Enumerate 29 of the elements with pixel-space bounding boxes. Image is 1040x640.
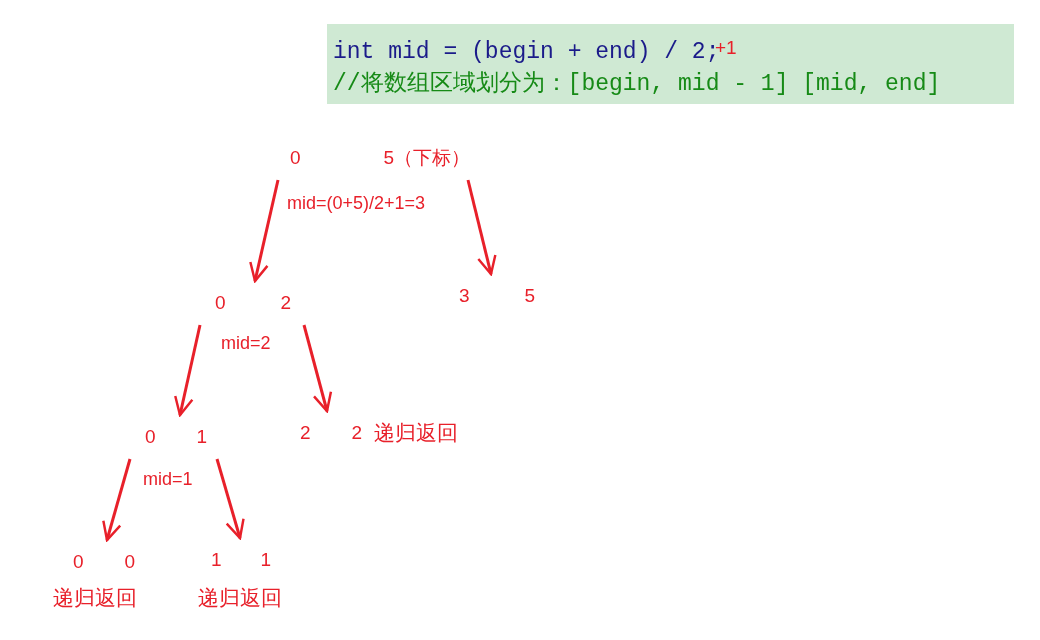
note-text: 递归返回 bbox=[374, 421, 458, 445]
index-label: 2 bbox=[351, 421, 362, 445]
note-text: 递归返回 bbox=[53, 586, 137, 610]
arrow bbox=[249, 179, 280, 283]
arrow bbox=[302, 324, 333, 413]
index-label: 0 bbox=[215, 291, 226, 315]
arrow bbox=[466, 179, 497, 276]
index-label: 0 bbox=[145, 425, 156, 449]
code-block bbox=[327, 24, 1014, 104]
note-text: 递归返回 bbox=[198, 586, 282, 610]
index-label: 5（下标） bbox=[383, 146, 470, 170]
note-text: mid=2 bbox=[221, 332, 271, 355]
index-label: 2 bbox=[300, 421, 311, 445]
code-comment: //将数组区域划分为：[begin, mid - 1] [mid, end] bbox=[333, 70, 941, 99]
index-label: 0 bbox=[73, 550, 84, 574]
note-text: mid=1 bbox=[143, 468, 193, 491]
index-label: 1 bbox=[211, 548, 222, 572]
arrow bbox=[102, 458, 132, 542]
index-label: 0 bbox=[124, 550, 135, 574]
index-label: 3 bbox=[459, 284, 470, 308]
index-label: 0 bbox=[290, 146, 301, 170]
index-label: 2 bbox=[280, 291, 291, 315]
note-text: mid=(0+5)/2+1=3 bbox=[287, 192, 426, 215]
arrow bbox=[174, 324, 202, 417]
index-label: 1 bbox=[196, 425, 207, 449]
arrow bbox=[215, 458, 245, 540]
index-label: 5 bbox=[524, 284, 535, 308]
annotation: +1 bbox=[715, 36, 737, 60]
index-label: 1 bbox=[260, 548, 271, 572]
